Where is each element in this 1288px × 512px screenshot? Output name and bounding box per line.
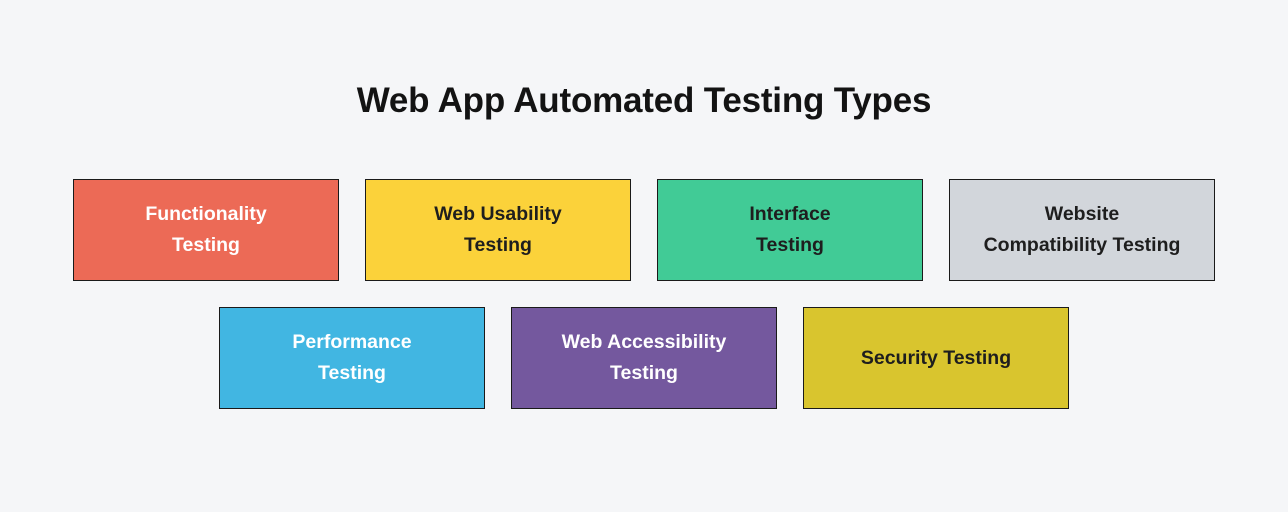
page-title: Web App Automated Testing Types (356, 81, 932, 120)
box-website-compatibility-testing: Website Compatibility Testing (949, 179, 1215, 281)
box-web-accessibility-testing: Web Accessibility Testing (511, 307, 777, 409)
box-label-line: Security Testing (860, 346, 1012, 369)
box-performance-testing: Performance Testing (219, 307, 485, 409)
box-label-line: Testing (464, 234, 532, 256)
box-label-line: Web Usability (434, 203, 562, 225)
box-label-line: Interface (749, 203, 831, 225)
box-label-line: Testing (318, 362, 386, 384)
box-label-line: Testing (610, 362, 678, 384)
box-label-line: Website (1044, 203, 1120, 225)
box-functionality-testing: Functionality Testing (73, 179, 339, 281)
box-label-line: Testing (756, 234, 824, 256)
box-label-line: Functionality (145, 203, 267, 225)
box-label-line: Compatibility Testing (983, 234, 1181, 256)
box-interface-testing: Interface Testing (657, 179, 923, 281)
box-label-line: Web Accessibility (561, 331, 727, 353)
box-web-usability-testing: Web Usability Testing (365, 179, 631, 281)
box-label-line: Performance (292, 331, 412, 353)
box-label-line: Testing (172, 234, 240, 256)
diagram-row-1: Functionality Testing Web Usability Test… (0, 179, 1288, 281)
diagram-row-2: Performance Testing Web Accessibility Te… (0, 307, 1288, 409)
box-security-testing: Security Testing (803, 307, 1069, 409)
